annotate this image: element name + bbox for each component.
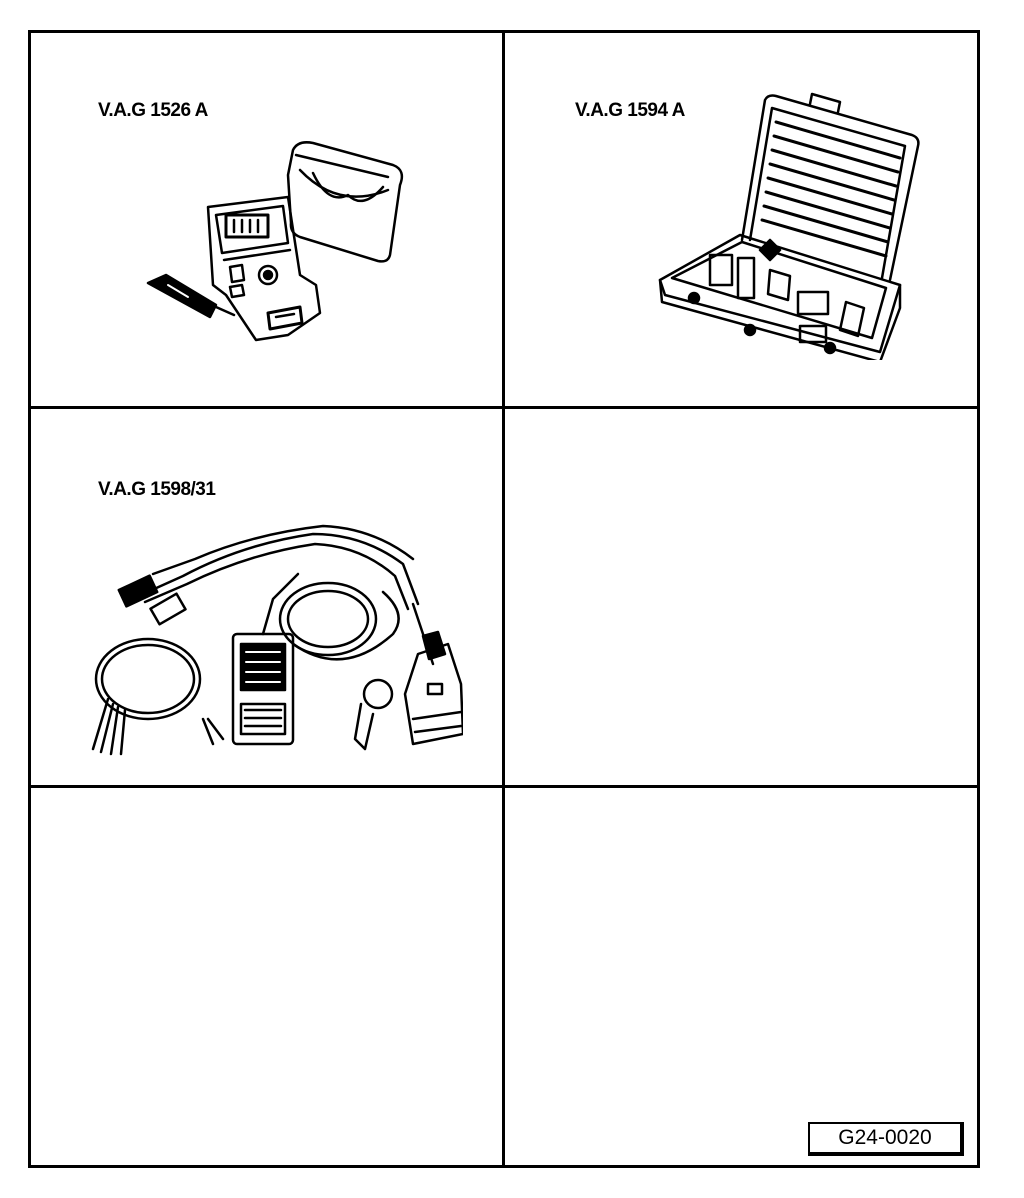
cell-vag-1594a: V.A.G 1594 A [505,30,980,406]
cell-bottom-right: G24-0020 [505,788,980,1168]
tool-label-vag-1526a: V.A.G 1526 A [98,100,208,121]
cell-vag-1526a: V.A.G 1526 A [28,30,502,406]
cell-vag-1598-31: V.A.G 1598/31 [28,409,502,785]
figure-code-label: G24-0020 [808,1122,964,1156]
cell-empty-bottom-left [28,788,502,1168]
row-divider-1 [28,406,980,409]
test-box-cable-harness-illustration [91,524,463,756]
tools-figure-sheet: V.A.G 1526 A V.A.G 1594 A [28,30,980,1168]
row-divider-2 [28,785,980,788]
adapter-case-illustration [658,92,920,360]
tool-label-vag-1598-31: V.A.G 1598/31 [98,479,216,500]
cell-empty-middle-right [505,409,980,785]
tool-label-vag-1594a: V.A.G 1594 A [575,100,685,121]
column-divider [502,30,505,1168]
multimeter-with-pouch-illustration [146,141,404,342]
